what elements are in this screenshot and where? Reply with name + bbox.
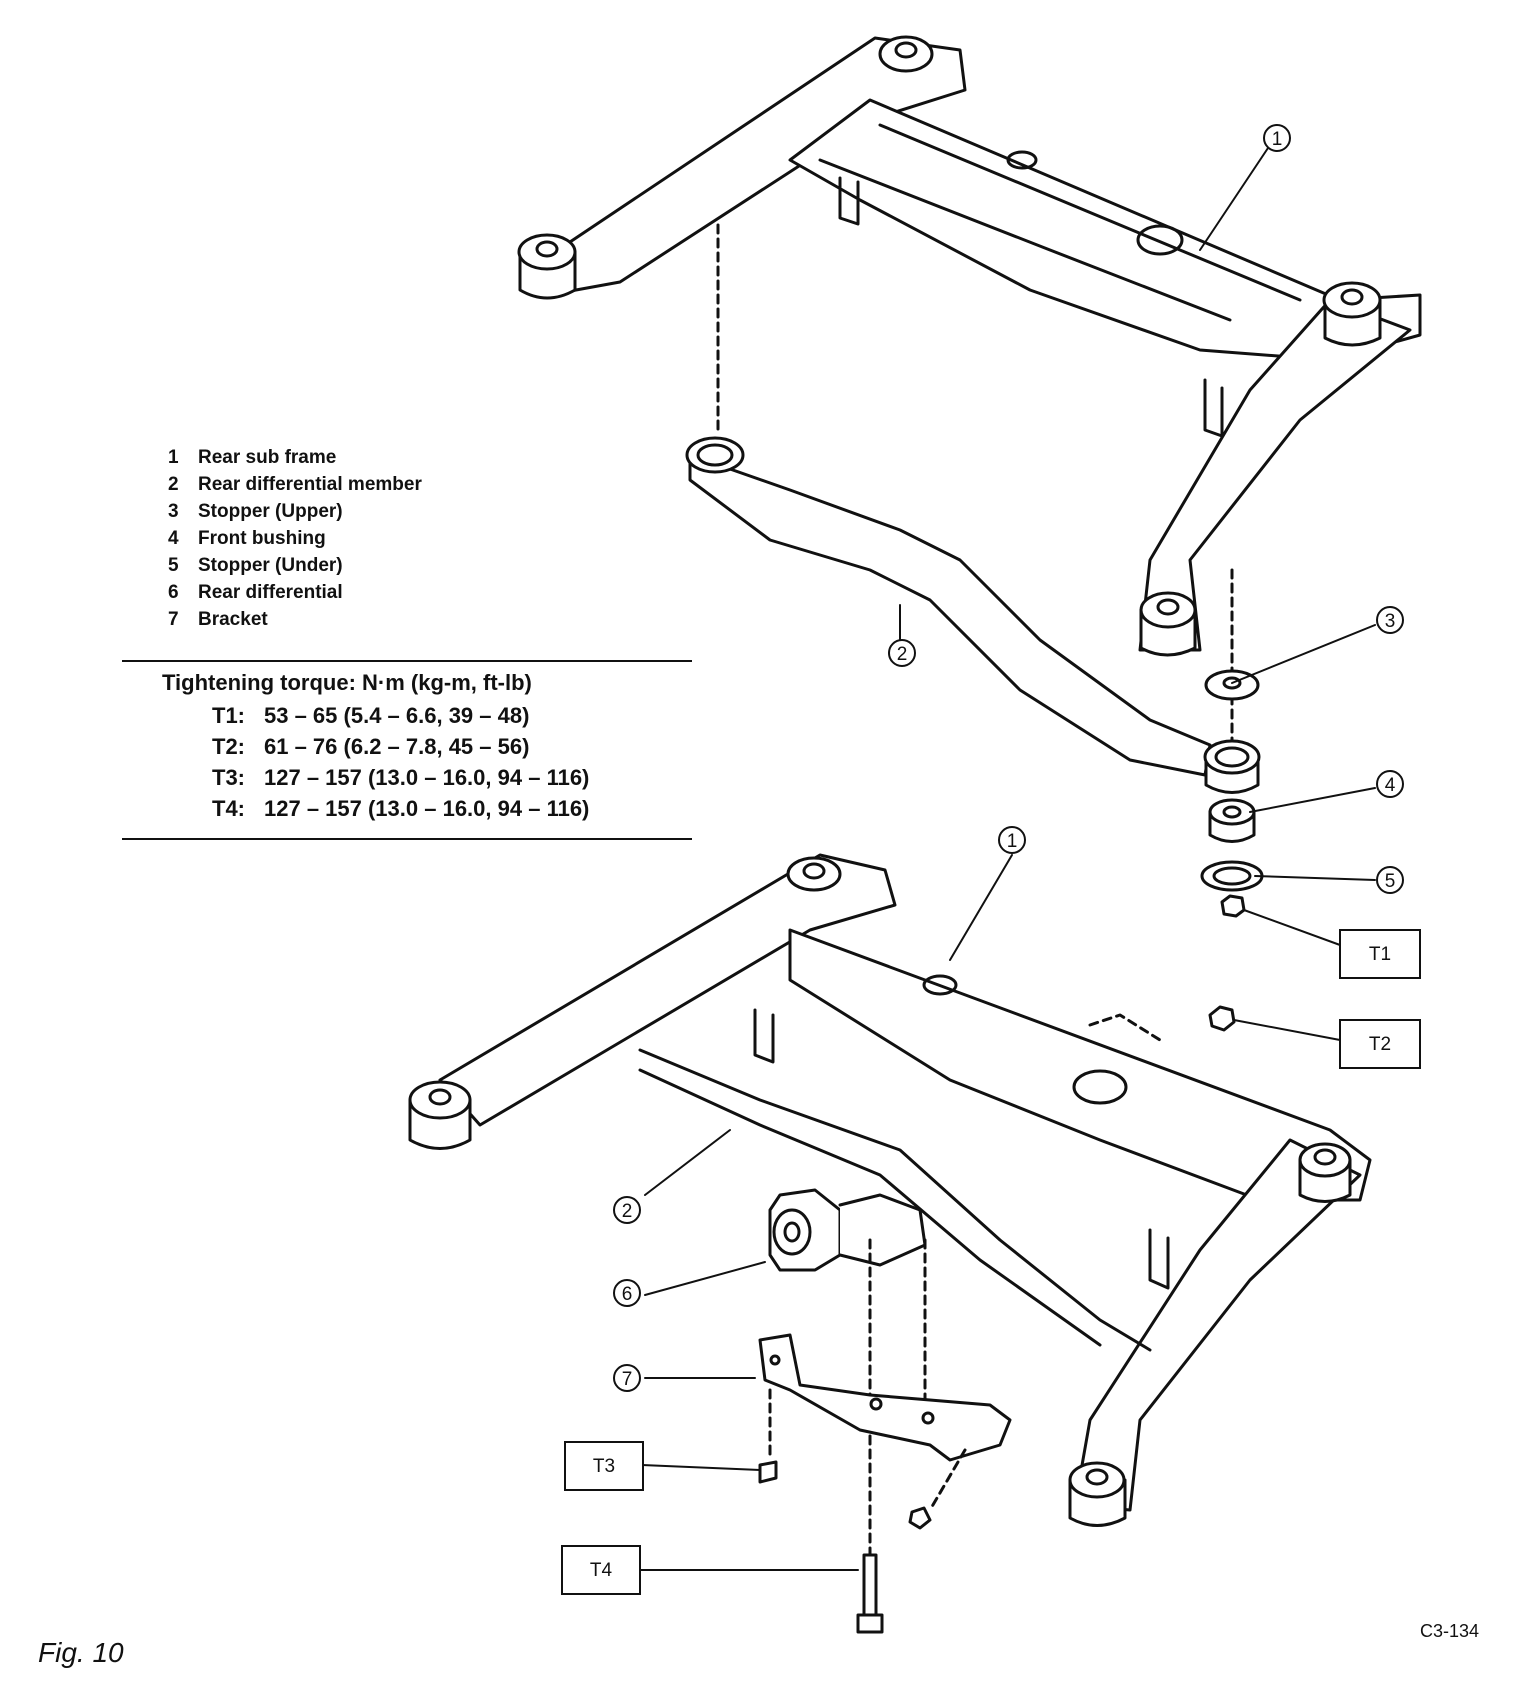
torque-rule-bottom xyxy=(122,838,692,840)
svg-text:7: 7 xyxy=(622,1369,633,1390)
svg-text:T4: T4 xyxy=(590,1560,613,1581)
callout-2-top: 2 xyxy=(888,639,916,667)
bolt-t4-part xyxy=(856,1553,884,1634)
nut-t2-part xyxy=(1208,1005,1236,1032)
callout-7: 7 xyxy=(613,1364,641,1392)
nut-bracket-part xyxy=(908,1506,932,1530)
front-bushing-part xyxy=(1208,798,1256,843)
svg-text:5: 5 xyxy=(1385,871,1396,892)
svg-text:4: 4 xyxy=(1385,775,1396,796)
torque-box-t1: T1 xyxy=(1339,929,1421,979)
rear-differential-part xyxy=(768,1188,927,1272)
callout-4: 4 xyxy=(1376,770,1404,798)
callout-1-top: 1 xyxy=(1263,124,1291,152)
svg-text:1: 1 xyxy=(1272,129,1283,150)
svg-text:2: 2 xyxy=(622,1201,633,1222)
torque-row-t4: T4:127 – 157 (13.0 – 16.0, 94 – 116) xyxy=(212,796,590,821)
callout-3: 3 xyxy=(1376,606,1404,634)
svg-text:T3: T3 xyxy=(593,1456,615,1477)
torque-box-t4: T4 xyxy=(561,1545,641,1595)
torque-table: Tightening torque: N·m (kg-m, ft-lb) T1:… xyxy=(122,660,692,840)
torque-title: Tightening torque: N·m (kg-m, ft-lb) xyxy=(162,670,532,695)
torque-row-t1: T1:53 – 65 (5.4 – 6.6, 39 – 48) xyxy=(212,703,530,728)
callout-5: 5 xyxy=(1376,866,1404,894)
top-sub-frame xyxy=(517,35,1422,657)
callout-1-bottom: 1 xyxy=(998,826,1026,854)
svg-text:1: 1 xyxy=(1007,831,1018,852)
callout-2-bottom: 2 xyxy=(613,1196,641,1224)
nut-t1-part xyxy=(1220,894,1246,918)
bracket-part xyxy=(758,1333,1012,1462)
torque-row-t3: T3:127 – 157 (13.0 – 16.0, 94 – 116) xyxy=(212,765,590,790)
svg-text:2: 2 xyxy=(897,644,908,665)
torque-box-t3: T3 xyxy=(564,1441,644,1491)
svg-text:T2: T2 xyxy=(1369,1034,1391,1055)
svg-text:3: 3 xyxy=(1385,611,1396,632)
bottom-sub-frame xyxy=(408,853,1372,1527)
svg-text:6: 6 xyxy=(622,1284,633,1305)
figure-label: Fig. 10 xyxy=(38,1637,124,1668)
differential-member xyxy=(685,436,1261,794)
figure-code: C3-134 xyxy=(1420,1621,1480,1641)
torque-row-t2: T2:61 – 76 (6.2 – 7.8, 45 – 56) xyxy=(212,734,530,759)
callout-6: 6 xyxy=(613,1279,641,1307)
torque-box-t2: T2 xyxy=(1339,1019,1421,1069)
torque-rule-top xyxy=(122,660,692,662)
bolt-t3-part xyxy=(758,1460,778,1484)
stopper-under-part xyxy=(1200,860,1264,892)
svg-text:T1: T1 xyxy=(1369,944,1391,965)
